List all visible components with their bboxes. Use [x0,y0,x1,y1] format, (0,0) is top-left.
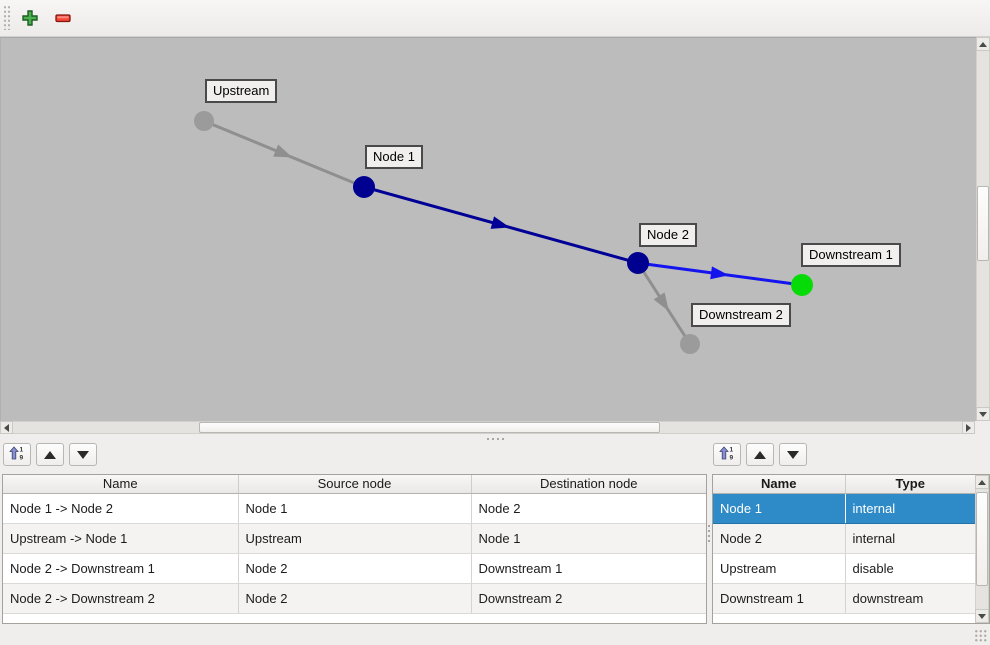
svg-text:9: 9 [20,455,24,462]
scroll-down-button[interactable] [976,407,990,421]
move-down-icon [787,447,799,462]
horizontal-splitter[interactable] [0,434,990,443]
main-toolbar [0,0,990,37]
links-move-down-button[interactable] [69,443,97,466]
nodes-toolbar: 1 9 [713,443,807,467]
node-label[interactable]: Downstream 1 [801,243,901,267]
graph-node[interactable] [791,274,813,296]
add-icon [21,9,39,30]
table-cell[interactable]: Node 2 -> Downstream 1 [3,553,239,584]
svg-text:1: 1 [20,447,24,454]
node-label[interactable]: Node 2 [639,223,697,247]
scroll-right-button[interactable] [962,421,975,434]
table-cell[interactable]: Upstream -> Node 1 [3,523,239,554]
sort-ascending-icon: 1 9 [719,445,735,464]
move-up-icon [754,447,766,462]
graph-svg [194,111,813,354]
sort-ascending-icon: 1 9 [9,445,25,464]
add-button[interactable] [17,6,43,32]
node-label[interactable]: Upstream [205,79,278,103]
table-cell[interactable]: Node 1 [471,523,706,554]
table-cell[interactable]: Downstream 2 [471,583,706,614]
remove-button[interactable] [50,6,76,32]
table-cell[interactable]: Downstream 1 [713,583,846,614]
table-cell[interactable]: Upstream [713,553,846,584]
vertical-splitter[interactable] [706,443,712,624]
graph-node[interactable] [627,252,649,274]
edge-arrow-icon [490,216,510,229]
right-arrow-icon [966,423,971,432]
links-sort-button[interactable]: 1 9 [3,443,31,466]
table-cell[interactable]: Node 1 -> Node 2 [3,493,239,524]
scroll-left-button[interactable] [0,421,13,434]
table-cell[interactable]: downstream [845,583,975,614]
move-down-icon [77,447,89,462]
table-cell[interactable]: Node 2 [713,523,846,554]
scroll-up-button[interactable] [976,37,990,51]
table-cell[interactable]: Upstream [238,523,472,554]
scroll-thumb[interactable] [976,492,988,586]
table-cell[interactable]: Node 2 [238,553,472,584]
table-cell[interactable]: Node 2 [238,583,472,614]
move-up-icon [44,447,56,462]
links-toolbar: 1 9 [3,443,97,467]
up-arrow-icon [978,479,986,485]
status-bar [0,625,990,645]
canvas-vertical-scrollbar[interactable] [976,37,990,421]
scroll-down-button[interactable] [975,609,989,623]
scroll-up-button[interactable] [975,475,989,489]
node-label[interactable]: Downstream 2 [691,303,791,327]
remove-icon [54,9,72,30]
toolbar-grip[interactable] [3,5,11,30]
nodes-move-down-button[interactable] [779,443,807,466]
nodes-sort-button[interactable]: 1 9 [713,443,741,466]
table-cell[interactable]: Node 2 [471,493,706,524]
links-move-up-button[interactable] [36,443,64,466]
scroll-thumb[interactable] [199,422,660,433]
column-header[interactable]: Type [845,475,975,494]
nodes-vertical-scrollbar[interactable] [975,475,989,623]
table-cell[interactable]: Node 2 -> Downstream 2 [3,583,239,614]
svg-text:1: 1 [730,447,734,454]
column-header[interactable]: Destination node [471,475,706,494]
graph-node[interactable] [353,176,375,198]
table-cell[interactable]: Downstream 1 [471,553,706,584]
canvas-horizontal-scrollbar[interactable] [0,421,975,434]
column-header[interactable]: Source node [238,475,472,494]
nodes-move-up-button[interactable] [746,443,774,466]
scroll-thumb[interactable] [977,186,989,261]
edge-arrow-icon [653,292,669,312]
graph-node[interactable] [194,111,214,131]
edge-arrow-icon [273,144,293,158]
table-cell[interactable]: Node 1 [238,493,472,524]
up-arrow-icon [979,41,987,47]
edge-arrow-icon [710,266,729,280]
table-cell[interactable]: internal [845,493,975,524]
table-cell[interactable]: internal [845,523,975,554]
table-cell[interactable]: Node 1 [713,493,846,524]
down-arrow-icon [979,411,987,417]
node-label[interactable]: Node 1 [365,145,423,169]
column-header[interactable]: Name [3,475,239,494]
svg-text:9: 9 [730,455,734,462]
column-header[interactable]: Name [713,475,846,494]
down-arrow-icon [978,613,986,619]
resize-grip[interactable] [974,629,988,643]
graph-node[interactable] [680,334,700,354]
table-cell[interactable]: disable [845,553,975,584]
left-arrow-icon [4,423,9,432]
